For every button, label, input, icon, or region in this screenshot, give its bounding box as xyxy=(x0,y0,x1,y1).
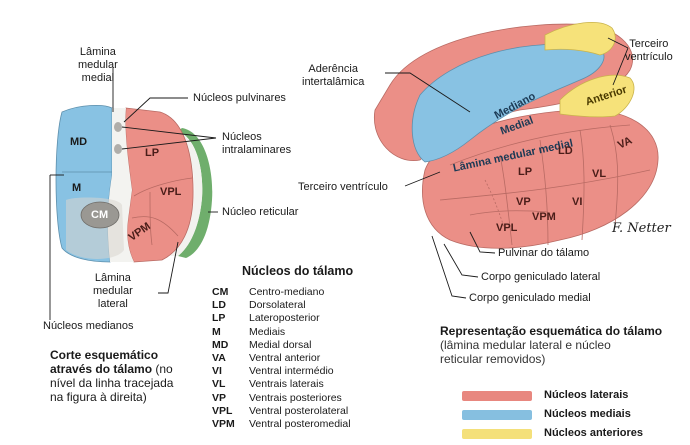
vpm-3d-region-label: VPM xyxy=(532,211,556,223)
vpl-region-label: VPL xyxy=(160,186,182,198)
nuclei-legend-title: Núcleos do tálamo xyxy=(242,264,354,278)
section-caption: Corte esquemático através do tálamo (no … xyxy=(50,348,174,404)
legend-name: Dorsolateral xyxy=(249,299,306,312)
legend-name: Medial dorsal xyxy=(249,338,312,351)
pulvinar-nuclei-label: Núcleos pulvinares xyxy=(193,92,286,104)
legend-abbr: LP xyxy=(212,312,226,325)
lamina-medial-label: Lâmina medular medial xyxy=(78,46,118,84)
color-swatch xyxy=(462,410,532,420)
third-ventricle-label: Terceiro ventrículo xyxy=(298,181,388,193)
color-swatch xyxy=(462,391,532,401)
intralaminar-nuclei-label: Núcleos intralaminares xyxy=(222,131,292,156)
legend-abbr: VPM xyxy=(212,418,235,430)
legend-name: Centro-mediano xyxy=(249,286,325,298)
third-ventricle-top-label: Terceiro ventrículo xyxy=(625,38,673,63)
legend-abbr: VPL xyxy=(212,404,233,417)
thalamus-cross-section xyxy=(55,104,213,263)
vi-region-label: VI xyxy=(572,196,583,208)
legend-name: Ventral posterolateral xyxy=(249,404,349,417)
color-swatch xyxy=(462,429,532,439)
legend-abbr: MD xyxy=(212,338,229,351)
legend-name: Lateroposterior xyxy=(249,312,320,325)
color-key-label: Núcleos anteriores xyxy=(544,427,644,439)
median-nuclei-label: Núcleos medianos xyxy=(43,320,134,332)
lp-region-label: LP xyxy=(145,147,160,159)
reticular-nucleus-label: Núcleo reticular xyxy=(222,206,299,218)
lateral-geniculate-label: Corpo geniculado lateral xyxy=(481,271,601,283)
cm-region-section xyxy=(80,201,120,229)
legend-abbr: VA xyxy=(212,352,226,364)
vp-region-label: VP xyxy=(516,196,531,208)
lamina-lateral-label: Lâmina medular lateral xyxy=(93,272,133,310)
md-region-label: MD xyxy=(70,136,88,148)
threed-caption: Representação esquemática do tálamo (lâm… xyxy=(440,324,663,366)
cm-region-label: CM xyxy=(91,209,109,221)
intralaminar-nucleus-dot xyxy=(114,122,122,132)
legend-name: Ventrais posteriores xyxy=(249,391,342,404)
legend-abbr: VL xyxy=(212,378,226,391)
legend-name: Ventral intermédio xyxy=(249,365,334,378)
legend-abbr: VP xyxy=(212,391,227,404)
vl-region-label: VL xyxy=(592,168,607,180)
m-region-label: M xyxy=(72,182,82,194)
legend-abbr: LD xyxy=(212,299,226,312)
legend-abbr: M xyxy=(212,325,221,338)
intralaminar-nucleus-dot xyxy=(114,144,122,154)
color-key-label: Núcleos laterais xyxy=(544,389,629,401)
pulvinar-label: Pulvinar do tálamo xyxy=(498,247,590,259)
color-key-label: Núcleos mediais xyxy=(544,408,631,420)
lp-3d-region-label: LP xyxy=(518,166,533,178)
legend-abbr: CM xyxy=(212,286,229,298)
interthalamic-adhesion-label: Aderência intertalâmica xyxy=(302,63,365,88)
legend-abbr: VI xyxy=(212,365,222,378)
ld-region-label: LD xyxy=(558,145,573,157)
legend-name: Ventral anterior xyxy=(249,352,321,364)
medial-geniculate-label: Corpo geniculado medial xyxy=(469,292,591,304)
legend-name: Mediais xyxy=(249,325,286,338)
legend-name: Ventral posteromedial xyxy=(249,418,351,430)
vpl-3d-region-label: VPL xyxy=(496,222,518,234)
legend-name: Ventrais laterais xyxy=(249,378,324,391)
reticular-nucleus-region xyxy=(178,128,213,258)
